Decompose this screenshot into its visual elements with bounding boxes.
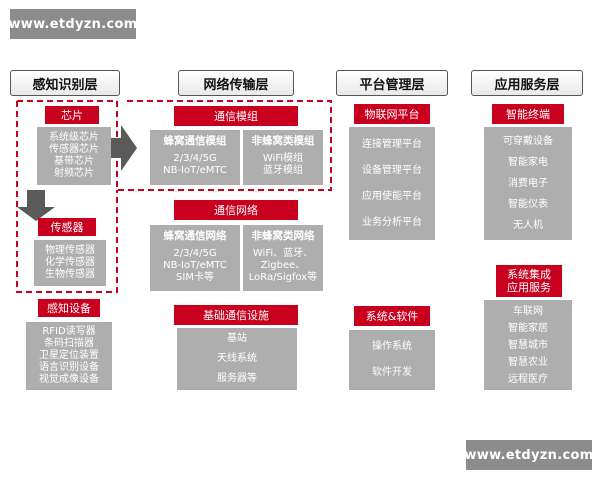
layer-header-application: 应用服务层 — [471, 70, 583, 96]
infra-item: 天线系统 — [217, 353, 257, 364]
iot-platform-item: 连接管理平台 — [362, 138, 422, 150]
module-cellular-item: 2/3/4/5G — [173, 153, 217, 164]
device-item: 视觉成像设备 — [39, 374, 99, 385]
smart-terminal-item: 消费电子 — [508, 178, 548, 189]
chip-item: 射频芯片 — [54, 168, 94, 179]
chip-item: 基带芯片 — [54, 156, 94, 167]
chip-list: 系统级芯片 传感器芯片 基带芯片 射频芯片 — [37, 127, 111, 185]
smart-terminal-list: 可穿戴设备 智能家电 消费电子 智能仪表 无人机 — [484, 127, 572, 240]
watermark-bottom: www.etdyzn.com — [464, 440, 593, 470]
device-item: RFID读写器 — [42, 326, 96, 337]
module-label: 通信模组 — [174, 106, 298, 126]
right-arrow-icon — [111, 125, 137, 171]
device-item: 语言识别设备 — [39, 362, 99, 373]
system-software-list: 操作系统 软件开发 — [349, 330, 435, 390]
system-integration-item: 远程医疗 — [508, 373, 548, 385]
sensor-label: 传感器 — [38, 218, 96, 236]
chip-item: 传感器芯片 — [49, 144, 99, 155]
smart-terminal-label: 智能终端 — [492, 104, 564, 124]
layer-header-network: 网络传输层 — [178, 70, 294, 96]
net-noncellular-item: LoRa/Sigfox等 — [248, 272, 318, 283]
chip-item: 系统级芯片 — [49, 132, 99, 143]
module-cellular-box: 蜂窝通信模组 2/3/4/5G NB-IoT/eMTC — [150, 130, 240, 185]
device-list: RFID读写器 条码扫描器 卫星定位装置 语言识别设备 视觉成像设备 — [26, 322, 112, 390]
system-integration-list: 车联网 智能家居 智慧城市 智慧农业 远程医疗 — [484, 300, 572, 390]
infra-label: 基础通信设施 — [174, 305, 298, 325]
module-noncellular-title: 非蜂窝类模组 — [251, 135, 315, 147]
system-integration-item: 智慧农业 — [508, 356, 548, 368]
system-software-item: 软件开发 — [372, 367, 412, 378]
iot-platform-item: 设备管理平台 — [362, 164, 422, 176]
smart-terminal-item: 智能家电 — [508, 157, 548, 168]
net-noncellular-title: 非蜂窝类网络 — [251, 230, 315, 242]
net-noncellular-item: Zigbee、 — [260, 260, 306, 271]
sensor-list: 物理传感器 化学传感器 生物传感器 — [34, 240, 106, 286]
smart-terminal-item: 无人机 — [513, 220, 543, 231]
net-noncellular-item: WiFi、蓝牙、 — [252, 248, 314, 259]
net-cellular-title: 蜂窝通信网络 — [163, 230, 227, 242]
down-arrow-icon — [17, 190, 55, 221]
system-integration-item: 智慧城市 — [508, 339, 548, 351]
system-integration-label-line: 应用服务 — [507, 281, 551, 294]
layer-header-platform: 平台管理层 — [336, 70, 448, 96]
net-cellular-item: 2/3/4/5G — [173, 248, 217, 259]
device-item: 卫星定位装置 — [39, 350, 99, 361]
module-cellular-title: 蜂窝通信模组 — [163, 135, 227, 147]
smart-terminal-item: 智能仪表 — [508, 199, 548, 210]
infra-item: 基站 — [227, 333, 247, 344]
sensor-item: 生物传感器 — [45, 269, 95, 280]
net-noncellular-box: 非蜂窝类网络 WiFi、蓝牙、 Zigbee、 LoRa/Sigfox等 — [243, 225, 323, 291]
net-cellular-item: NB-IoT/eMTC — [163, 260, 227, 271]
system-integration-label: 系统集成 应用服务 — [496, 265, 562, 297]
sensor-item: 化学传感器 — [45, 257, 95, 268]
device-label: 感知设备 — [38, 299, 100, 317]
device-item: 条码扫描器 — [44, 338, 94, 349]
smart-terminal-item: 可穿戴设备 — [503, 136, 553, 147]
sensor-item: 物理传感器 — [45, 245, 95, 256]
system-software-label: 系统&软件 — [354, 306, 430, 326]
chip-label: 芯片 — [45, 106, 99, 124]
module-cellular-item: NB-IoT/eMTC — [163, 165, 227, 176]
net-cellular-item: SIM卡等 — [176, 272, 214, 283]
network-label: 通信网络 — [174, 200, 298, 220]
system-integration-item: 智能家居 — [508, 322, 548, 334]
module-noncellular-box: 非蜂窝类模组 WiFi模组 蓝牙模组 — [243, 130, 323, 185]
watermark-top: www.etdyzn.com — [8, 9, 137, 39]
module-noncellular-item: 蓝牙模组 — [263, 165, 303, 176]
net-cellular-box: 蜂窝通信网络 2/3/4/5G NB-IoT/eMTC SIM卡等 — [150, 225, 240, 291]
iot-platform-list: 连接管理平台 设备管理平台 应用使能平台 业务分析平台 — [349, 127, 435, 240]
module-noncellular-item: WiFi模组 — [262, 153, 304, 164]
infra-list: 基站 天线系统 服务器等 — [177, 328, 297, 390]
iot-platform-item: 业务分析平台 — [362, 216, 422, 228]
infra-item: 服务器等 — [217, 373, 257, 384]
layer-header-perception: 感知识别层 — [10, 70, 120, 96]
system-integration-label-line: 系统集成 — [507, 268, 551, 281]
iot-platform-label: 物联网平台 — [354, 104, 430, 124]
system-integration-item: 车联网 — [513, 305, 543, 317]
system-software-item: 操作系统 — [372, 341, 412, 352]
iot-platform-item: 应用使能平台 — [362, 190, 422, 202]
